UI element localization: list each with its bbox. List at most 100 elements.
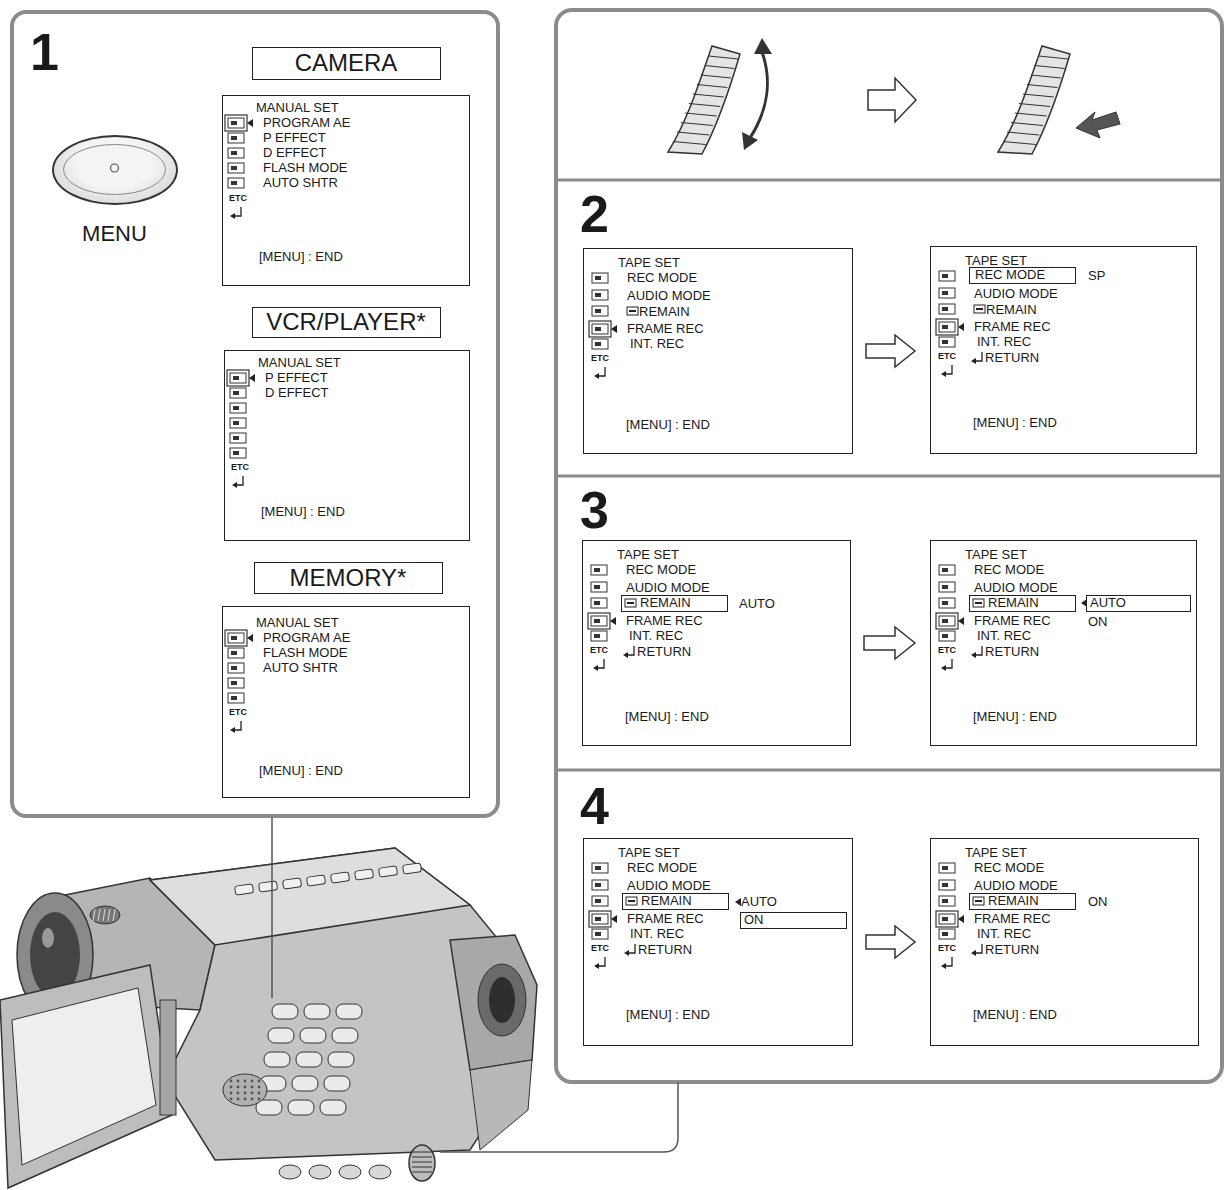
- selected-icon: [936, 613, 958, 629]
- pointer: [958, 323, 964, 331]
- speaker-hole: [244, 1098, 247, 1101]
- menu-icon-detail: [942, 932, 948, 936]
- speaker-hole: [258, 1098, 261, 1101]
- menu-item: [MENU] : END: [261, 504, 345, 519]
- menu-icon: [228, 693, 244, 703]
- menu-item: [MENU] : END: [626, 417, 710, 432]
- return-symbol: [975, 352, 982, 361]
- menu-item: AUDIO MODE: [627, 288, 711, 303]
- bottom-button: [279, 1165, 301, 1179]
- control-button: [268, 1028, 294, 1043]
- menu-item: TAPE SET: [617, 547, 679, 562]
- return-symbol: [597, 659, 604, 668]
- menu-item: REC MODE: [974, 562, 1044, 577]
- menu-icon: [939, 929, 955, 939]
- selected-icon: [589, 911, 611, 927]
- menu-icon-detail: [231, 681, 237, 685]
- return-head: [971, 652, 976, 658]
- menu-icon-detail: [233, 391, 239, 395]
- menu-item: ETC: [591, 353, 609, 363]
- step-arrow: [866, 335, 915, 367]
- return-symbol: [628, 944, 635, 953]
- speaker-hole: [244, 1086, 247, 1089]
- menu-item: FLASH MODE: [263, 160, 348, 175]
- menu-screen: TAPE SETREC MODEAUDIO MODEONFRAME RECINT…: [930, 838, 1199, 1046]
- menu-item: RETURN: [985, 350, 1039, 365]
- return-head: [593, 665, 598, 671]
- menu-icon: [939, 863, 955, 873]
- screen-icons: [931, 839, 1200, 1047]
- screen-icons: [583, 541, 852, 747]
- menu-icon: [230, 373, 246, 383]
- menu-icon-detail: [231, 636, 237, 640]
- menu-icon: [230, 388, 246, 398]
- menu-icon: [939, 337, 955, 347]
- step-arrow: [866, 926, 915, 958]
- step-arrow: [864, 627, 915, 659]
- dial-ridge: [689, 104, 720, 107]
- dial-ridge: [685, 113, 717, 116]
- menu-item: [MENU] : END: [973, 709, 1057, 724]
- menu-icon: [228, 678, 244, 688]
- menu-icon: [228, 663, 244, 673]
- menu-icon-detail: [942, 883, 948, 887]
- menu-item: AUDIO MODE: [627, 878, 711, 893]
- section-divider: [558, 475, 1220, 478]
- screen-icons: [584, 839, 854, 1047]
- menu-item: FRAME REC: [627, 321, 704, 336]
- menu-item: [MENU] : END: [625, 709, 709, 724]
- tape-icon-window: [976, 308, 983, 310]
- top-button: [259, 881, 278, 892]
- menu-icon: [230, 403, 246, 413]
- menu-item: INT. REC: [977, 926, 1031, 941]
- menu-item: REC MODE: [627, 860, 697, 875]
- menu-icon-detail: [233, 436, 239, 440]
- return-head: [624, 950, 629, 956]
- dial-ridge: [1023, 94, 1054, 97]
- menu-item: REMAIN: [641, 894, 692, 908]
- tape-icon-window: [628, 900, 635, 902]
- menu-item: INT. REC: [977, 628, 1031, 643]
- button-ring: [64, 145, 166, 195]
- menu-item: AUDIO MODE: [974, 286, 1058, 301]
- dial-ridge: [709, 56, 738, 59]
- return-symbol: [945, 365, 952, 374]
- return-symbol: [975, 944, 982, 953]
- menu-item: FRAME REC: [974, 319, 1051, 334]
- menu-item: ON: [1088, 614, 1108, 629]
- menu-button: MENU: [52, 135, 178, 205]
- menu-item: AUDIO MODE: [974, 580, 1058, 595]
- hl-icon: [970, 596, 986, 610]
- menu-item: RETURN: [985, 942, 1039, 957]
- menu-icon: [592, 273, 608, 283]
- menu-item: REC MODE: [626, 562, 696, 577]
- tape-icon: [625, 599, 636, 607]
- menu-icon: [939, 914, 955, 924]
- menu-icon-detail: [231, 151, 237, 155]
- dial-ridge: [1039, 56, 1068, 59]
- pointer: [611, 915, 617, 923]
- dial-ridge: [412, 1162, 432, 1163]
- dial-ridge: [1031, 75, 1061, 78]
- menu-icon-detail: [942, 917, 948, 921]
- menu-item: ON: [1088, 894, 1108, 909]
- menu-icon-detail: [231, 651, 237, 655]
- menu-item: TAPE SET: [965, 845, 1027, 860]
- menu-icon-detail: [595, 899, 601, 903]
- menu-item: ETC: [938, 645, 956, 655]
- control-button: [320, 1100, 346, 1115]
- return-symbol: [627, 646, 634, 655]
- menu-item: AUTO: [739, 596, 775, 611]
- return-symbol: [598, 957, 605, 966]
- tape-icon: [627, 307, 638, 315]
- menu-item: REMAIN: [988, 894, 1039, 908]
- menu-icon-detail: [595, 293, 601, 297]
- menu-icon-detail: [233, 421, 239, 425]
- step-number: 1: [30, 24, 59, 80]
- pointer: [611, 325, 617, 333]
- pointer: [247, 634, 253, 642]
- speaker-hole: [258, 1086, 261, 1089]
- menu-icon: [939, 288, 955, 298]
- menu-icon-detail: [594, 634, 600, 638]
- step-panel: 1MENUCAMERAMANUAL SETPROGRAM AEP EFFECTD…: [10, 10, 500, 818]
